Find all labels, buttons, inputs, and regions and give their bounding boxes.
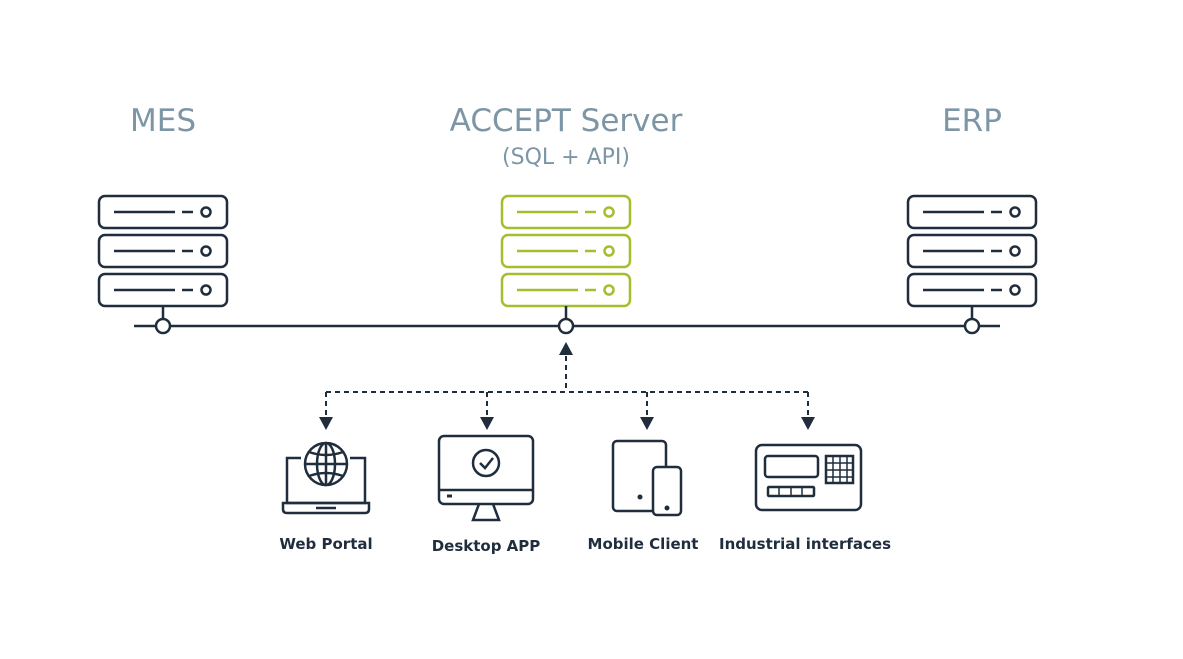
client-connection-lines <box>325 356 809 417</box>
desktop-monitor-icon <box>437 434 535 522</box>
client-label-desktop-app: Desktop APP <box>431 537 541 555</box>
erp-title: ERP <box>942 103 1002 139</box>
client-label-mobile-client: Mobile Client <box>587 535 699 553</box>
accept-server-icon <box>500 194 632 308</box>
device-buttons <box>637 494 670 511</box>
arrow-up-icon <box>559 342 573 355</box>
arrow-down-icon <box>801 417 815 430</box>
tablet-phone-icon <box>611 439 683 517</box>
industrial-terminal-icon <box>754 443 863 512</box>
arrow-down-icon <box>640 417 654 430</box>
accept-connector-node <box>557 317 575 335</box>
arrow-down-icon <box>480 417 494 430</box>
arrow-down-icon <box>319 417 333 430</box>
client-label-web-portal: Web Portal <box>279 535 373 553</box>
erp-server-icon <box>906 194 1038 319</box>
laptop-globe-icon <box>281 441 371 515</box>
arrowheads <box>319 342 815 430</box>
mes-server-icon <box>97 194 229 319</box>
accept-server-subtitle: (SQL + API) <box>502 145 630 170</box>
accept-server-title: ACCEPT Server <box>449 103 683 139</box>
client-label-industrial-interfaces: Industrial interfaces <box>718 535 892 553</box>
mes-title: MES <box>129 103 197 139</box>
mes-connector-node <box>154 317 172 335</box>
erp-connector-node <box>963 317 981 335</box>
